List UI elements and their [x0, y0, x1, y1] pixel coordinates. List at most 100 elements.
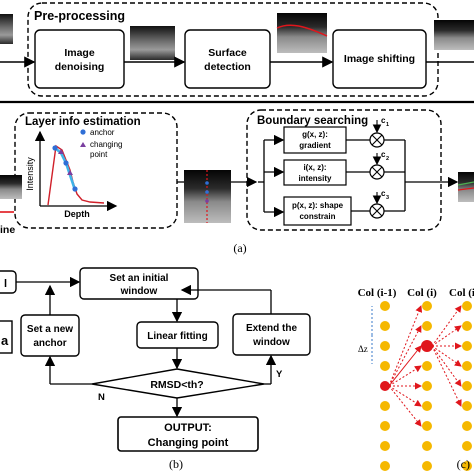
grid-node — [380, 421, 390, 431]
grid-node — [422, 441, 432, 451]
transition-arrow — [431, 345, 462, 407]
oct-thumbnail-result — [458, 172, 474, 202]
grid-node — [380, 441, 390, 451]
extend-window-box — [232, 313, 311, 356]
grid-node — [422, 461, 432, 471]
grid-node — [462, 441, 472, 451]
weight-c3-sub: 3 — [386, 195, 389, 201]
layer-info-frame — [14, 112, 178, 229]
anchor-point — [63, 160, 69, 166]
set-new-anchor-box — [20, 314, 80, 357]
caption-b: (b) — [169, 457, 183, 471]
set-new-anchor-label-1: Set a new — [27, 324, 73, 335]
image-shifting-label: Image shifting — [344, 53, 415, 65]
grid-node — [462, 381, 472, 391]
surface-detection-label-2: detection — [204, 61, 251, 73]
set-initial-window-label-2: window — [120, 286, 158, 297]
multiplier-2: c 2 — [346, 150, 405, 180]
left-cut-text-b2: a — [1, 333, 9, 348]
grid-node — [422, 381, 432, 391]
set-new-anchor-label-2: anchor — [33, 338, 66, 349]
output-label-1: OUTPUT: — [164, 422, 212, 434]
panel-b: l a Set an initial window Set a new anch… — [0, 267, 311, 471]
dz-label: Δz — [358, 344, 368, 354]
intensity-box — [283, 159, 347, 186]
result-line-green — [457, 181, 474, 186]
image-denoising-label-1: Image — [64, 47, 95, 59]
profile-dot — [205, 190, 209, 194]
boundary-title: Boundary searching — [257, 115, 368, 127]
grid-node — [380, 321, 390, 331]
layer-info-title: Layer info estimation — [25, 116, 141, 128]
oct-thumbnail-left — [0, 175, 22, 199]
weight-c1: c — [381, 116, 386, 125]
transition-arrow — [388, 385, 422, 427]
oct-thumbnail-shifted — [434, 20, 474, 50]
extend-window-label-1: Extend the — [246, 323, 298, 334]
caption-a: (a) — [233, 241, 246, 255]
transition-arrow — [388, 365, 422, 387]
anchor-point — [72, 186, 78, 192]
intensity-label-2: intensity — [299, 174, 332, 183]
panel-a: Pre-processing Image denoising Surface d… — [0, 2, 474, 255]
multiplier-1: c 1 — [346, 116, 405, 148]
grid-node — [421, 340, 433, 352]
gradient-label-2: gradient — [299, 141, 331, 150]
grid-node — [462, 421, 472, 431]
boundary-frame — [246, 109, 442, 231]
legend-changing-label-1: changing — [90, 140, 122, 149]
oct-thumbnail-input — [0, 14, 13, 44]
transition-arrow — [388, 305, 423, 387]
surface-detection-box — [184, 29, 271, 89]
left-cut-box-2 — [0, 320, 13, 354]
panel-c: Col (i-1) Col (i) Col (i Δz (c) — [358, 287, 474, 471]
changing-point-marker — [67, 170, 73, 175]
weight-c2: c — [381, 150, 386, 159]
grid-node — [380, 341, 390, 351]
left-cut-box-1 — [0, 270, 17, 294]
label-yes: Y — [276, 369, 283, 380]
grid-node — [462, 401, 472, 411]
grid-node — [380, 401, 390, 411]
gradient-label-1: g(x, z): — [302, 130, 328, 139]
caption-c: (c) — [457, 457, 470, 471]
oct-thumbnail-denoised — [130, 26, 175, 60]
weight-c1-sub: 1 — [386, 122, 389, 128]
profile-dot — [205, 181, 209, 185]
rmsd-decision-label: RMSD<th? — [150, 379, 203, 391]
legend-changing-icon — [80, 142, 86, 147]
plot-xlabel: Depth — [64, 209, 90, 219]
grid-node — [462, 321, 472, 331]
grid-node — [462, 301, 472, 311]
intensity-label-1: i(x, z): — [303, 163, 326, 172]
linear-fitting-label: Linear fitting — [147, 331, 208, 342]
transition-arrow — [388, 385, 422, 407]
grid-node — [422, 421, 432, 431]
changing-point-marker — [58, 149, 64, 154]
grid-node — [462, 361, 472, 371]
image-denoising-box — [34, 29, 125, 89]
output-box — [117, 416, 259, 452]
label-no: N — [98, 392, 105, 403]
legend-anchor-label: anchor — [90, 128, 115, 137]
transition-arrow — [388, 325, 422, 387]
grid-node — [380, 301, 390, 311]
plot-ylabel: Intensity — [25, 157, 35, 191]
transition-arrow — [431, 325, 462, 347]
grid-node — [422, 301, 432, 311]
col-label-i-plus-1: Col (i — [449, 287, 474, 299]
legend-anchor-icon — [80, 129, 86, 135]
grid-node — [380, 461, 390, 471]
profile-dot — [205, 199, 209, 203]
shape-label-2: constrain — [299, 212, 335, 221]
image-denoising-label-2: denoising — [55, 61, 105, 73]
shape-box — [283, 196, 352, 226]
left-cut-text-b1: l — [4, 278, 7, 290]
shape-label-1: p(x, z): shape — [292, 201, 344, 210]
output-label-2: Changing point — [148, 437, 229, 449]
grid-node — [380, 381, 390, 391]
col-label-i-minus-1: Col (i-1) — [358, 287, 397, 299]
weight-c2-sub: 2 — [386, 156, 389, 162]
legend-changing-label-2: point — [90, 150, 108, 159]
